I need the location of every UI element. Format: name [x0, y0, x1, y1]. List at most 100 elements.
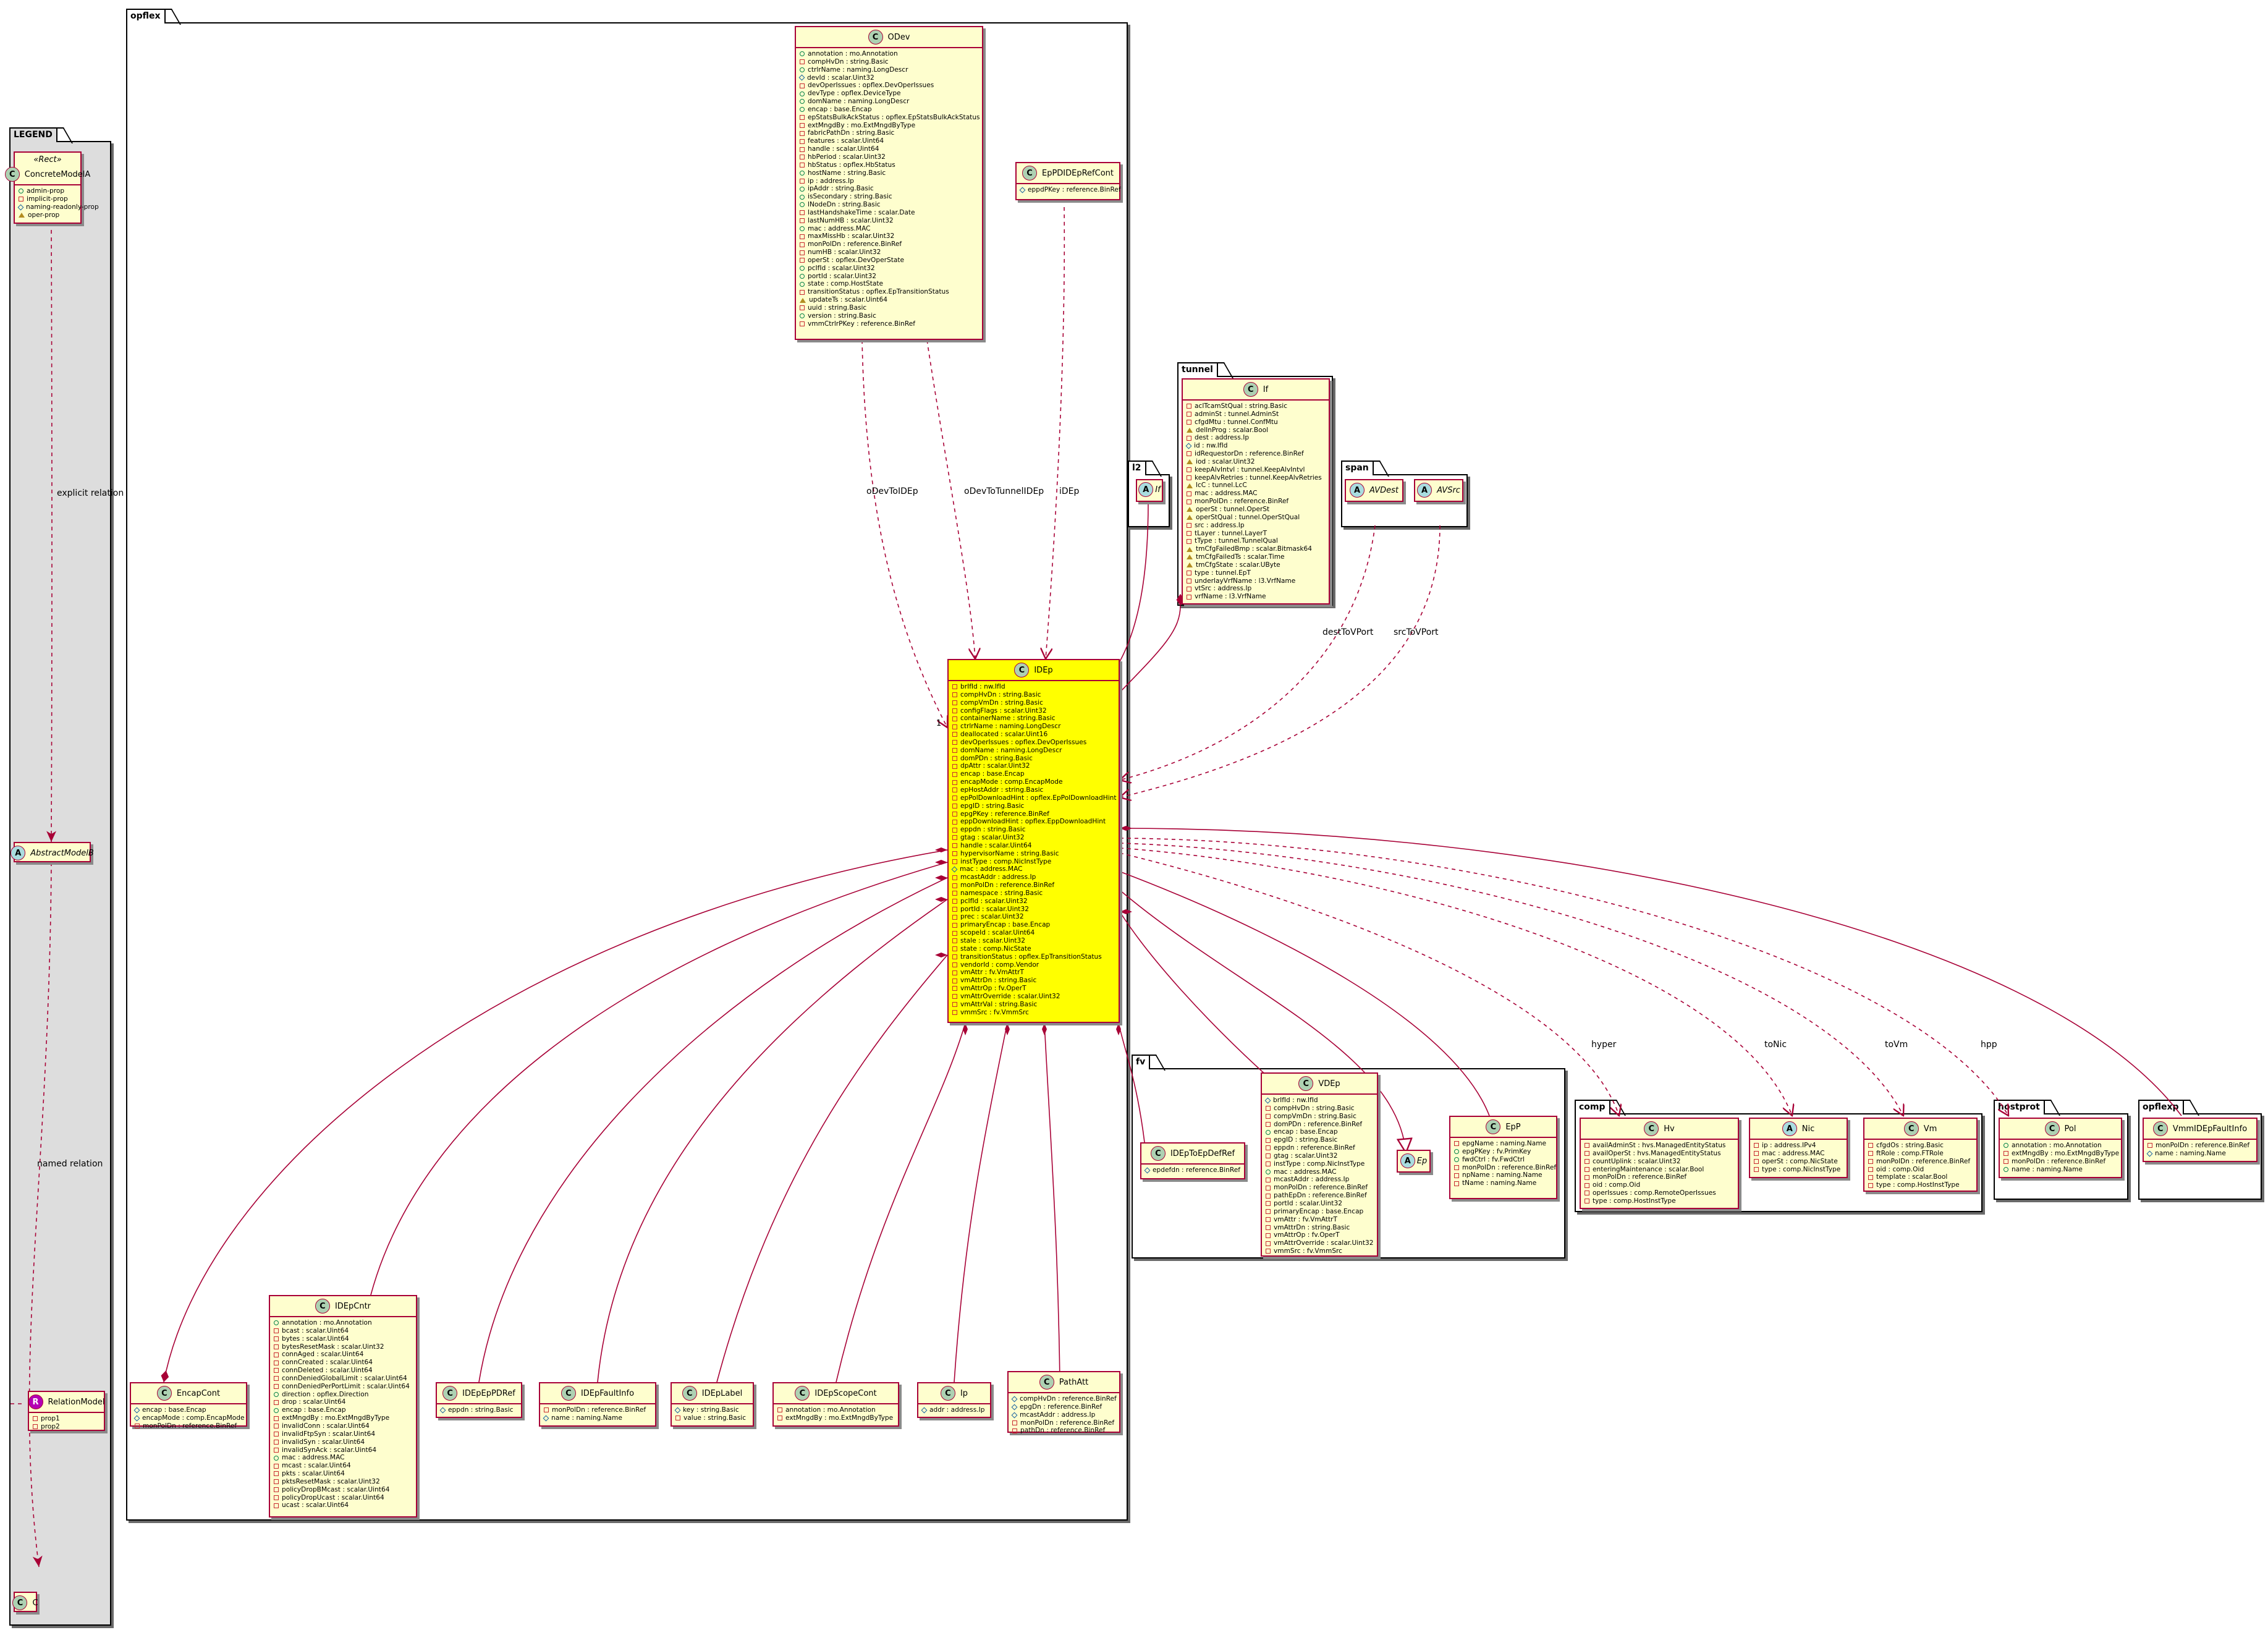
attribute-text: uuid : string.Basic	[808, 304, 867, 312]
edge-idep-to-ideptoepdefref	[1118, 1022, 1145, 1143]
attribute-text: primaryEncap : base.Encap	[960, 921, 1051, 929]
attribute-row: ctrlrName : naming.LongDescr	[952, 723, 1115, 731]
attribute-text: type : comp.HostInstType	[1593, 1197, 1676, 1205]
visibility-minus-icon	[274, 1368, 279, 1373]
abstract-class-icon: A	[11, 846, 26, 860]
attribute-row: features : scalar.Uint64	[800, 137, 978, 145]
attribute-text: pkts : scalar.Uint64	[282, 1470, 345, 1478]
attribute-row: prec : scalar.Uint32	[952, 913, 1115, 921]
attribute-text: monPolDn : reference.BinRef	[2012, 1157, 2106, 1165]
attribute-row: compVmDn : string.Basic	[1266, 1113, 1373, 1121]
attribute-text: deallocated : scalar.Uint16	[960, 731, 1048, 739]
attribute-text: tmCfgState : scalar.UByte	[1196, 561, 1280, 569]
attribute-text: maxMissHb : scalar.Uint32	[808, 232, 895, 240]
attribute-text: eppdn : reference.BinRef	[1274, 1144, 1355, 1152]
attribute-row: compVmDn : string.Basic	[952, 699, 1115, 707]
attribute-text: vmAttr : fv.VmAttrT	[1274, 1215, 1337, 1223]
attribute-text: vmAttrOverride : scalar.Uint32	[960, 992, 1060, 1000]
attribute-text: gtag : scalar.Uint32	[960, 834, 1025, 842]
class-icon: C	[868, 30, 883, 45]
attribute-row: ucast : scalar.Uint64	[274, 1501, 412, 1509]
attribute-text: operSt : comp.NicState	[1762, 1157, 1838, 1165]
attribute-text: devOperIssues : opflex.DevOperIssues	[960, 738, 1087, 746]
attribute-row: mac : address.MAC	[274, 1454, 412, 1462]
attribute-text: updateTs : scalar.Uint64	[809, 296, 887, 304]
attribute-text: policyDropBMcast : scalar.Uint64	[282, 1485, 390, 1493]
visibility-hash-icon	[1011, 1404, 1018, 1411]
attribute-row: oper-prop	[19, 211, 77, 219]
visibility-plus-icon	[800, 281, 805, 287]
attribute-row: devType : opflex.DeviceType	[800, 90, 978, 98]
attribute-text: hbPeriod : scalar.Uint32	[808, 153, 886, 161]
attribute-row: ftRole : comp.FTRole	[1868, 1150, 1973, 1158]
attribute-text: portId : scalar.Uint32	[808, 272, 876, 280]
label-src-to-vport: srcToVPort	[1394, 627, 1439, 637]
visibility-minus-icon	[274, 1344, 279, 1349]
visibility-plus-icon	[2004, 1166, 2008, 1172]
edge-hpp	[1119, 838, 2008, 1116]
attribute-text: state : comp.NicState	[960, 944, 1031, 953]
attribute-text: pathEpDn : reference.BinRef	[1274, 1192, 1367, 1200]
attribute-row: connDeniedPerPortLimit : scalar.Uint64	[274, 1383, 412, 1391]
attribute-row: mac : address.MAC	[1754, 1150, 1843, 1158]
visibility-minus-icon	[274, 1352, 279, 1357]
attribute-text: invalidConn : scalar.Uint64	[282, 1422, 370, 1430]
attribute-row: keepAlvRetries : tunnel.KeepAlvRetries	[1187, 474, 1325, 482]
visibility-minus-icon	[952, 732, 957, 737]
visibility-minus-icon	[952, 946, 957, 952]
attribute-text: encapMode : comp.EncapMode	[960, 778, 1063, 786]
attribute-row: devOperIssues : opflex.DevOperIssues	[800, 82, 978, 90]
attribute-text: pathDn : reference.BinRef	[1020, 1427, 1106, 1435]
visibility-minus-icon	[135, 1424, 140, 1429]
attribute-text: configFlags : scalar.Uint32	[960, 707, 1047, 715]
edge-idep-to-vdep	[1119, 911, 1271, 1079]
attribute-text: bcast : scalar.Uint64	[282, 1326, 349, 1335]
attribute-text: hypervisorName : string.Basic	[960, 849, 1059, 857]
visibility-minus-icon	[800, 321, 805, 327]
attribute-row: pkts : scalar.Uint64	[274, 1470, 412, 1478]
attribute-row: drop : scalar.Uint64	[274, 1398, 412, 1406]
visibility-minus-icon	[274, 1432, 279, 1437]
attribute-text: transitionStatus : opflex.EpTransitionSt…	[960, 953, 1102, 961]
visibility-minus-icon	[1454, 1165, 1459, 1170]
class-name: EpPDIDEpRefCont	[1041, 168, 1114, 178]
attribute-text: primaryEncap : base.Encap	[1274, 1207, 1364, 1215]
visibility-minus-icon	[952, 970, 957, 975]
attribute-row: implicit-prop	[19, 195, 77, 203]
package-comp-tab: comp	[1575, 1100, 1610, 1114]
attribute-row: mcastAddr : address.Ip	[952, 873, 1115, 881]
visibility-minus-icon	[1868, 1143, 1873, 1148]
attribute-row: availOperSt : hvs.ManagedEntityStatus	[1585, 1150, 1734, 1158]
visibility-minus-icon	[1454, 1141, 1459, 1147]
attribute-row: monPolDn : reference.BinRef	[2004, 1158, 2117, 1166]
attribute-text: invalidFtpSyn : scalar.Uint64	[282, 1430, 376, 1438]
attribute-text: id : nw.IfId	[1194, 442, 1228, 450]
attribute-row: iod : scalar.Uint32	[1187, 458, 1325, 466]
attribute-row: namespace : string.Basic	[952, 889, 1115, 898]
visibility-minus-icon	[1266, 1249, 1271, 1254]
visibility-plus-icon	[800, 51, 805, 57]
attribute-row: encap : base.Encap	[274, 1406, 412, 1414]
attribute-text: name : naming.Name	[2155, 1149, 2226, 1157]
visibility-minus-icon	[952, 859, 957, 864]
attribute-text: dpAttr : scalar.Uint32	[960, 762, 1030, 770]
attribute-text: vmAttrOverride : scalar.Uint32	[1274, 1239, 1374, 1247]
attribute-text: annotation : mo.Annotation	[282, 1319, 372, 1326]
attribute-text: compHvDn : string.Basic	[960, 690, 1041, 698]
attribute-text: tName : naming.Name	[1462, 1179, 1537, 1187]
attribute-text: drop : scalar.Uint64	[282, 1398, 346, 1406]
visibility-minus-icon	[952, 930, 957, 936]
attribute-text: monPolDn : reference.BinRef	[552, 1406, 646, 1414]
attribute-text: compHvDn : string.Basic	[808, 57, 889, 66]
attribute-row: compHvDn : string.Basic	[1266, 1105, 1373, 1113]
attribute-text: ftRole : comp.FTRole	[1876, 1149, 1944, 1157]
attribute-row: epStatsBulkAckStatus : opflex.EpStatsBul…	[800, 114, 980, 122]
attribute-text: vendorId : comp.Vendor	[960, 961, 1039, 969]
class-name: IDEpEpPDRef	[462, 1388, 515, 1398]
attribute-text: instType : comp.NicInstType	[960, 857, 1052, 865]
visibility-minus-icon	[274, 1328, 279, 1334]
